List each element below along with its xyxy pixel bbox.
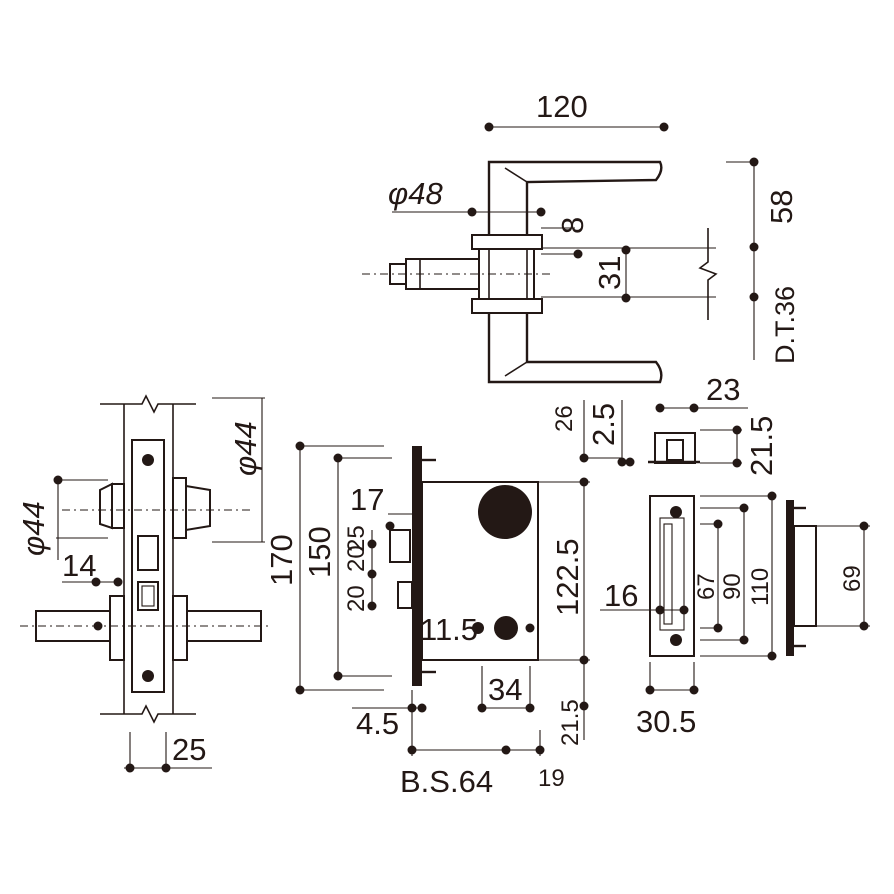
lever-plan-view: 120 φ48 8 31 (362, 89, 800, 384)
dim-strike-box-height: 69 (839, 565, 866, 592)
dim-escutcheon-diameter-upper: φ44 (228, 421, 263, 476)
dim-backset: B.S.64 (400, 764, 493, 799)
dim-strike-depth: 21.5 (744, 416, 779, 476)
dim-hub-distance: 34 (488, 672, 522, 707)
dim-strike-offset-a: 2.5 (586, 403, 621, 446)
dim-bottom-case: 21.5 (557, 699, 584, 746)
dim-front-thickness: 4.5 (356, 706, 399, 741)
side-elevation-view: φ44 φ44 14 25 (16, 394, 270, 773)
dim-projection: 58 (764, 190, 799, 224)
strike-small-view: 23 21.5 2.5 26 (551, 372, 779, 476)
dim-door-thickness: D.T.36 (770, 286, 800, 364)
dim-strike-h1: 67 (693, 573, 720, 600)
dim-hub-offset: 11.5 (420, 612, 478, 647)
dim-lever-width: 120 (536, 89, 588, 124)
dim-side-offset: 14 (62, 548, 96, 583)
dim-escutcheon-diameter-left: φ44 (16, 501, 51, 556)
dim-strike-width: 23 (706, 372, 740, 407)
strike-plate-view: 16 67 90 110 69 30.5 (600, 491, 870, 739)
lock-body-view: 170 150 17 20 25 20 122.5 11.5 (264, 441, 590, 799)
dim-rose-diameter: φ48 (388, 176, 443, 211)
dim-case-height: 122.5 (550, 538, 585, 616)
dim-rose-thickness: 8 (555, 217, 590, 234)
dim-strike-h2: 90 (719, 573, 746, 600)
dim-strike-offset-b: 26 (551, 405, 578, 432)
dim-lock-height-inner: 150 (302, 526, 337, 578)
dim-strike-h3: 110 (747, 568, 774, 606)
dim-lock-height-outer: 170 (264, 534, 299, 586)
dim-case-depth: 19 (538, 765, 565, 792)
dim-spindle-offset: 31 (592, 256, 627, 290)
dim-strike-plate-full-width: 30.5 (636, 704, 696, 739)
dim-lower-twenty: 20 (343, 585, 370, 612)
dim-strike-plate-width: 16 (604, 578, 638, 613)
dim-side-bottom-width: 25 (172, 732, 206, 767)
dim-latch-height: 17 (350, 482, 384, 517)
dim-five: 25 (343, 525, 370, 552)
dim-upper-twenty: 20 (343, 545, 370, 572)
